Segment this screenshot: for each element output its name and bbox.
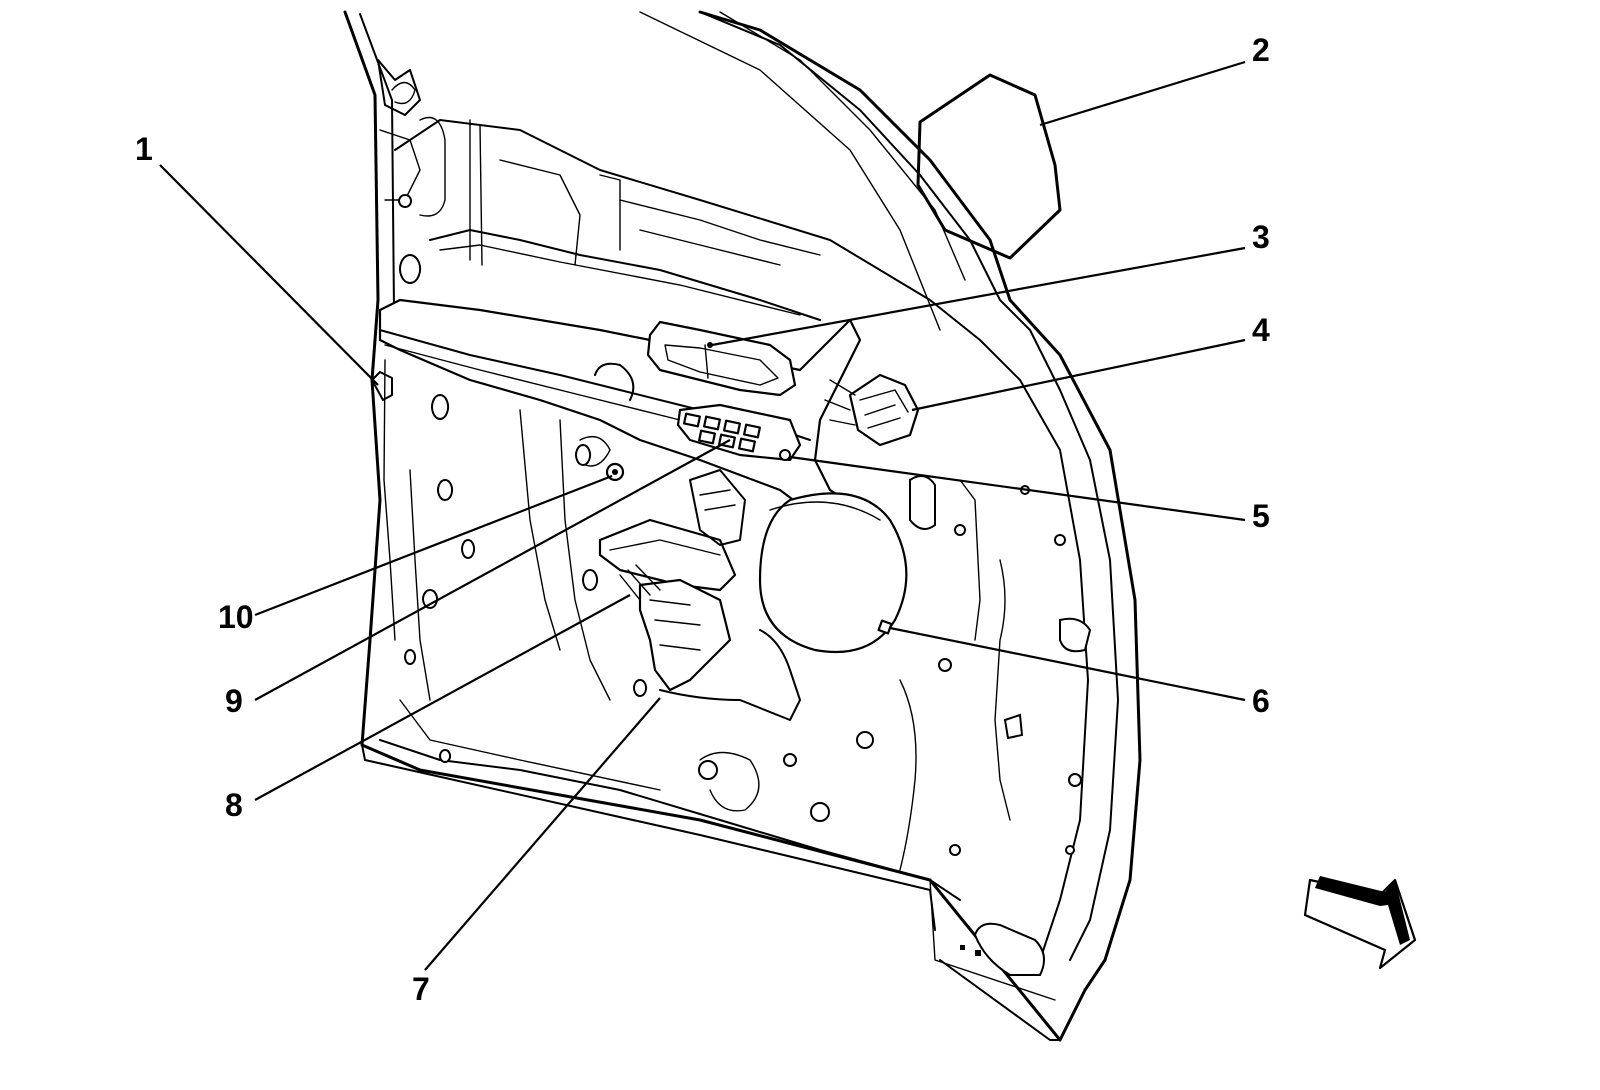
arrow-icon bbox=[1303, 876, 1417, 970]
callout-1: 1 bbox=[135, 131, 153, 167]
leader-lines bbox=[159, 60, 1246, 971]
callout-5: 5 bbox=[1252, 498, 1270, 534]
callout-7: 7 bbox=[412, 971, 430, 1007]
callout-8: 8 bbox=[225, 787, 243, 823]
callout-labels: 1 2 3 4 5 6 7 8 9 10 bbox=[135, 32, 1270, 1007]
window-glass bbox=[916, 73, 1062, 260]
door-frame bbox=[343, 10, 1142, 1042]
door-inner-details bbox=[404, 394, 1092, 871]
speaker bbox=[758, 492, 908, 654]
callout-10: 10 bbox=[218, 599, 254, 635]
callout-4: 4 bbox=[1252, 312, 1270, 348]
callout-3: 3 bbox=[1252, 219, 1270, 255]
callout-2: 2 bbox=[1252, 32, 1270, 68]
door-handle bbox=[646, 320, 797, 397]
callout-6: 6 bbox=[1252, 683, 1270, 719]
armrest-trim bbox=[378, 298, 920, 527]
regulator-module bbox=[575, 436, 801, 721]
electrical-connector bbox=[848, 373, 920, 447]
callout-9: 9 bbox=[225, 683, 243, 719]
